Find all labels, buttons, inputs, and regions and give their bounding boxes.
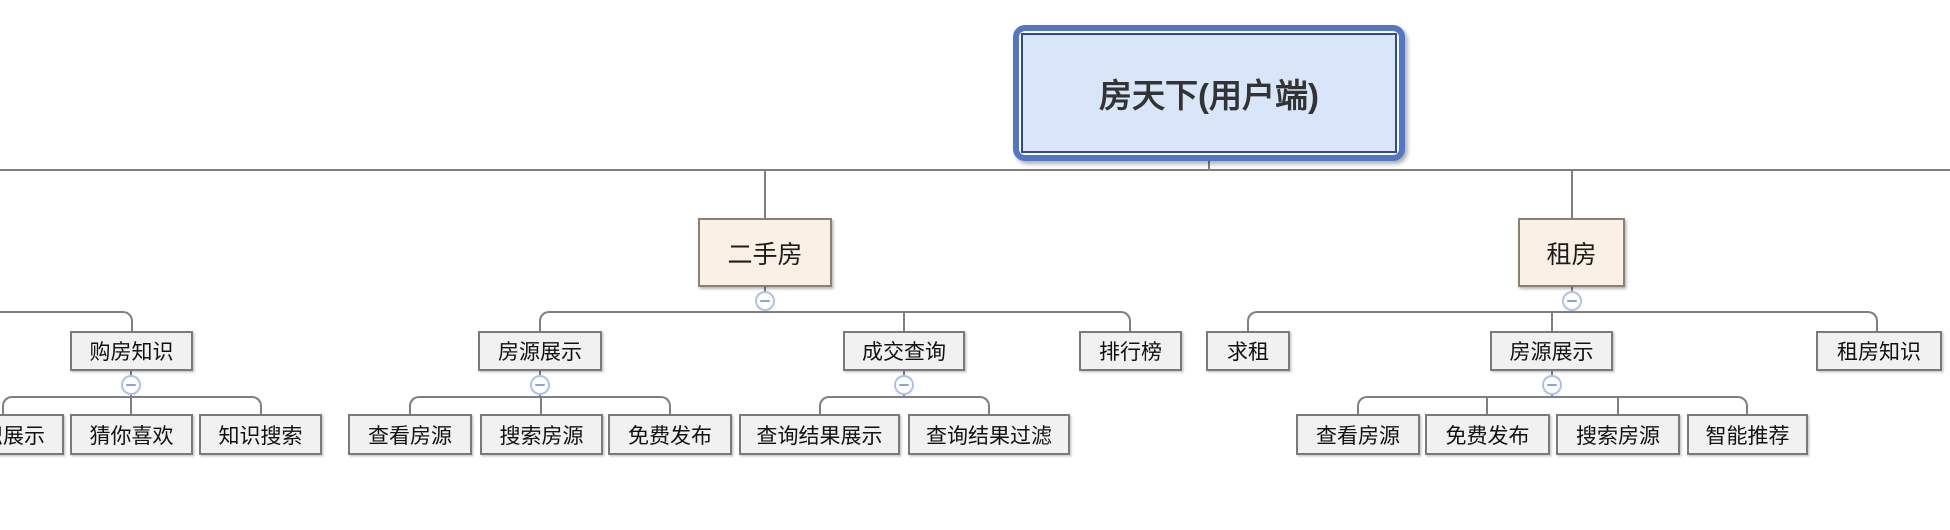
node-zufang-zhishi[interactable]: 租房知识 [1816, 331, 1942, 371]
node-mianfei-fabu-esf-label: 免费发布 [628, 424, 712, 448]
child-drop-line [130, 397, 132, 414]
collapse-minus-icon[interactable] [894, 375, 914, 395]
bracket-corner [409, 396, 421, 414]
collapse-minus-icon[interactable] [121, 375, 141, 395]
bracket-line [830, 396, 979, 398]
bracket-corner [2, 396, 14, 414]
node-sousuo-fangyuan-esf[interactable]: 搜索房源 [480, 414, 603, 455]
collapse-minus-icon[interactable] [530, 375, 550, 395]
node-zhineng-tuijian[interactable]: 智能推荐 [1687, 414, 1808, 455]
node-chakan-fangyuan-zf[interactable]: 查看房源 [1296, 414, 1420, 455]
node-mianfei-fabu-zf-label: 免费发布 [1445, 424, 1530, 448]
node-zufang-label: 租房 [1546, 240, 1597, 269]
node-zhishi-sousuo[interactable]: 知识搜索 [199, 414, 322, 455]
node-paihangbang-label: 排行榜 [1099, 341, 1162, 364]
node-mianfei-fabu-zf[interactable]: 免费发布 [1425, 414, 1550, 455]
bracket-corner [1736, 396, 1748, 414]
node-sousuo-fangyuan-zf-label: 搜索房源 [1576, 424, 1660, 448]
node-chakan-fangyuan-esf-label: 查看房源 [368, 424, 452, 448]
node-qiuzu-label: 求租 [1227, 341, 1269, 364]
node-ershoufang[interactable]: 二手房 [698, 218, 832, 287]
node-chengjiao-chaxun-label: 成交查询 [862, 341, 946, 364]
collapse-minus-icon[interactable] [755, 291, 775, 311]
node-goufang-zhishi[interactable]: 购房知识 [70, 331, 193, 371]
branch-stub-line [764, 170, 766, 218]
node-paihangbang[interactable]: 排行榜 [1079, 331, 1182, 371]
root-children-line [0, 169, 1950, 171]
node-ershoufang-label: 二手房 [727, 240, 803, 269]
branch-stub-line [1208, 159, 1210, 170]
bracket-line [13, 396, 251, 398]
bracket-line [0, 311, 122, 313]
node-root[interactable]: 房天下(用户端) [1013, 25, 1405, 161]
bracket-corner [1119, 311, 1131, 331]
bracket-corner [659, 396, 671, 414]
node-zhishi-sousuo-label: 知识搜索 [218, 424, 303, 448]
node-cainixihuan-label: 猜你喜欢 [89, 424, 174, 448]
bracket-corner [1357, 396, 1369, 414]
node-cainixihuan[interactable]: 猜你喜欢 [70, 414, 193, 455]
branch-stub-line [1571, 170, 1573, 218]
child-drop-line [540, 397, 542, 414]
node-chaxun-jieguo-guolv[interactable]: 查询结果过滤 [908, 414, 1070, 455]
node-qiuzu[interactable]: 求租 [1206, 331, 1290, 371]
node-chakan-fangyuan-esf[interactable]: 查看房源 [348, 414, 472, 455]
bracket-corner [978, 396, 990, 414]
node-goufang-zhishi-label: 购房知识 [89, 341, 174, 364]
bracket-line [1368, 396, 1737, 398]
node-chaxun-jieguo-zhanshi-label: 查询结果展示 [756, 424, 883, 448]
bracket-line [1258, 311, 1867, 313]
node-chaxun-jieguo-zhanshi[interactable]: 查询结果展示 [739, 414, 900, 455]
node-zhineng-tuijian-label: 智能推荐 [1705, 424, 1790, 448]
node-root-label: 房天下(用户端) [1099, 77, 1319, 114]
child-drop-line [1617, 397, 1619, 414]
node-sousuo-fangyuan-zf[interactable]: 搜索房源 [1556, 414, 1680, 455]
node-zufang[interactable]: 租房 [1518, 218, 1625, 287]
node-fangyuan-zhanshi-esf[interactable]: 房源展示 [478, 331, 602, 371]
node-zufang-zhishi-label: 租房知识 [1837, 341, 1921, 364]
child-drop-line [1551, 312, 1553, 331]
node-fangyuan-zhanshi-zf[interactable]: 房源展示 [1490, 331, 1613, 371]
child-drop-line [1486, 397, 1488, 414]
node-chaxun-jieguo-guolv-label: 查询结果过滤 [926, 424, 1052, 448]
node-chakan-fangyuan-zf-label: 查看房源 [1316, 424, 1400, 448]
collapse-minus-icon[interactable] [1562, 291, 1582, 311]
bracket-corner [121, 311, 133, 331]
child-drop-line [903, 312, 905, 331]
collapse-minus-icon[interactable] [1542, 375, 1562, 395]
bracket-corner [250, 396, 262, 414]
node-chengjiao-chaxun[interactable]: 成交查询 [843, 331, 965, 371]
bracket-corner [539, 311, 551, 331]
bracket-corner [819, 396, 831, 414]
node-root-body: 房天下(用户端) [1021, 33, 1397, 153]
bracket-line [550, 311, 1120, 313]
bracket-corner [1247, 311, 1259, 331]
node-fangyuan-zhanshi-esf-label: 房源展示 [498, 341, 582, 364]
node-mianfei-fabu-esf[interactable]: 免费发布 [608, 414, 732, 455]
bracket-corner [1866, 311, 1878, 331]
node-fangyuan-zhanshi-zf-label: 房源展示 [1509, 341, 1594, 364]
node-sousuo-fangyuan-esf-label: 搜索房源 [499, 424, 584, 448]
